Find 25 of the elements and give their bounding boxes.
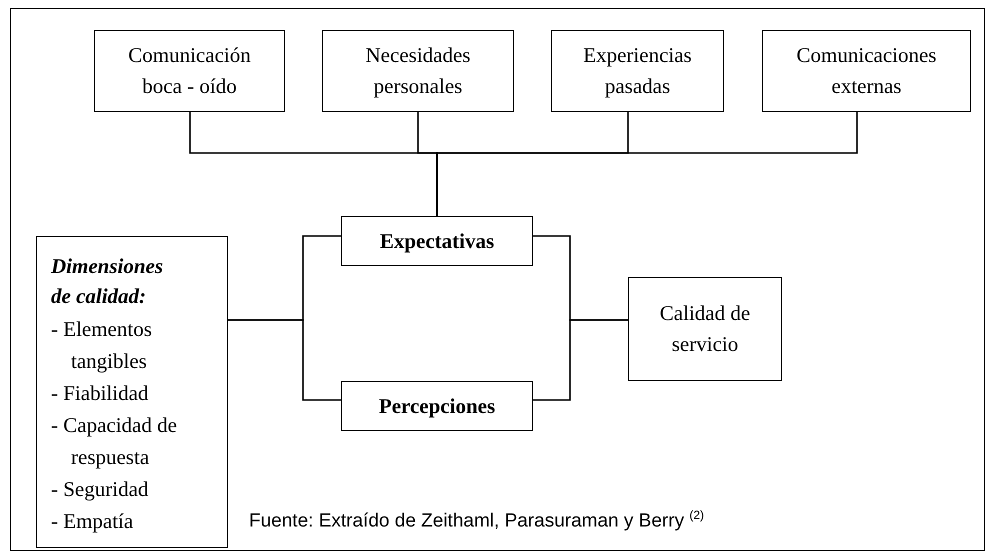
list-item: - Capacidad de respuesta: [51, 412, 178, 471]
list-item: - Seguridad: [51, 476, 150, 503]
box-label: Calidad de servicio: [658, 300, 752, 358]
box-label: Experiencias pasadas: [582, 42, 693, 100]
box-label: Comunicaciones externas: [796, 42, 938, 100]
list-item: - Elementos tangibles: [51, 316, 153, 375]
list-item: - Fiabilidad: [51, 380, 150, 407]
list-item: - Empatía: [51, 508, 134, 535]
process-box: [322, 30, 514, 112]
process-box: [762, 30, 971, 112]
process-box: [551, 30, 724, 112]
box-label: Percepciones: [378, 392, 496, 420]
box-label: Comunicación boca - oído: [127, 42, 252, 100]
connector-line: [533, 319, 628, 401]
process-box: [628, 277, 782, 381]
source-caption: Fuente: Extraído de Zeithaml, Parasuraman y Berry $^{(2)}$: [249, 508, 704, 532]
process-box: [94, 30, 285, 112]
connector-line: [228, 319, 341, 401]
box-label: Expectativas: [380, 228, 494, 254]
process-box: [341, 216, 533, 266]
process-box: [341, 381, 533, 431]
list-box: [36, 236, 228, 548]
list-heading: Dimensiones de calidad:: [51, 253, 164, 310]
connector-line: [436, 112, 858, 216]
box-label: Necesidades personales: [364, 42, 472, 100]
